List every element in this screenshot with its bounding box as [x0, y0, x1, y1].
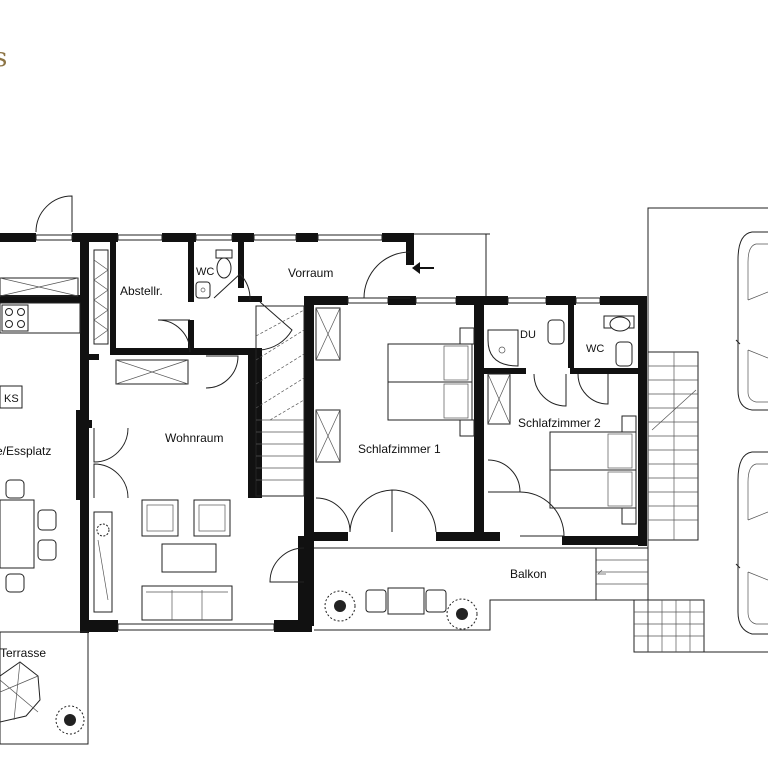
umbrella-icon: [0, 661, 41, 723]
kitchen-counter: [0, 277, 81, 334]
plant-balcony-right: [446, 598, 478, 630]
double-bed-1: [387, 327, 475, 437]
walls: [0, 233, 647, 633]
door-abstellraum[interactable]: [157, 319, 191, 353]
door-wc-1[interactable]: [213, 273, 251, 301]
entrance-arrow-icon: [412, 262, 434, 274]
door-sz1-balkon-mid-left[interactable]: [349, 489, 393, 533]
coffee-table: [161, 543, 217, 573]
dining-table: [0, 479, 57, 593]
storage-shelves: [93, 249, 109, 345]
balcony: [314, 547, 597, 631]
room-label-terrasse: Terrasse: [0, 646, 46, 660]
door-sz1-balkon-mid-right[interactable]: [391, 489, 437, 533]
washbasin-wc-2: [615, 341, 633, 367]
armchair-right: [193, 499, 231, 537]
tv-sideboard: [93, 511, 113, 613]
door-wohnraum-top[interactable]: [205, 355, 239, 389]
terrasse-area: [0, 631, 89, 745]
door-du[interactable]: [533, 373, 567, 407]
room-label-vorraum: Vorraum: [288, 266, 333, 280]
wardrobe-sz1-top: [315, 307, 341, 361]
sofa: [141, 585, 233, 621]
door-sz2-balkon[interactable]: [519, 491, 565, 537]
toilet-icon: [215, 249, 233, 279]
room-label-schlafzimmer-2: Schlafzimmer 2: [518, 416, 601, 430]
fridge-ks: KS: [0, 385, 23, 409]
fridge-label: KS: [4, 393, 19, 405]
exterior-door-top-left[interactable]: [35, 195, 73, 233]
brand-fragment: s: [0, 43, 7, 73]
room-label-wc-2: WC: [586, 343, 604, 355]
door-kitchen-upper[interactable]: [93, 427, 129, 463]
interior-stair: [255, 305, 305, 497]
toilet-wc-2: [603, 315, 635, 332]
plant-icon: [55, 705, 85, 735]
double-bed-2: [549, 415, 637, 525]
door-sz2-left[interactable]: [487, 459, 521, 493]
shower-icon: [487, 329, 519, 367]
door-balkon-wohnraum[interactable]: [269, 547, 305, 583]
room-label-wc-1: WC: [196, 266, 214, 278]
wardrobe: [115, 359, 189, 385]
armchair-left: [141, 499, 179, 537]
carport-area: [647, 207, 768, 653]
door-wc-2[interactable]: [577, 373, 609, 405]
room-label-schlafzimmer-1: Schlafzimmer 1: [358, 442, 441, 456]
room-label-abstellraum: Abstellr.: [120, 284, 163, 298]
parked-car-bottom: [735, 451, 768, 635]
door-sz1-balkon-left[interactable]: [315, 497, 351, 533]
exterior-stair-upper: [647, 351, 699, 541]
door-kitchen-lower[interactable]: [93, 463, 129, 499]
parked-car-top: [735, 231, 768, 411]
wardrobe-sz2: [487, 373, 511, 425]
balcony-table: [365, 587, 447, 615]
plant-balcony-left: [324, 590, 356, 622]
entrance-canopy: [410, 233, 490, 298]
room-label-balkon: Balkon: [510, 567, 547, 581]
sink-icon: [195, 281, 211, 299]
washbasin-du: [547, 319, 565, 345]
door-vorraum[interactable]: [259, 301, 293, 351]
entrance-door[interactable]: [363, 251, 411, 299]
room-label-du: DU: [520, 329, 536, 341]
room-label-essplatz: e/Essplatz: [0, 444, 51, 458]
room-label-wohnraum: Wohnraum: [165, 431, 223, 445]
wardrobe-sz1-bottom: [315, 409, 341, 463]
stove-icon: [1, 304, 29, 332]
exterior-stair-lower: [595, 547, 705, 653]
